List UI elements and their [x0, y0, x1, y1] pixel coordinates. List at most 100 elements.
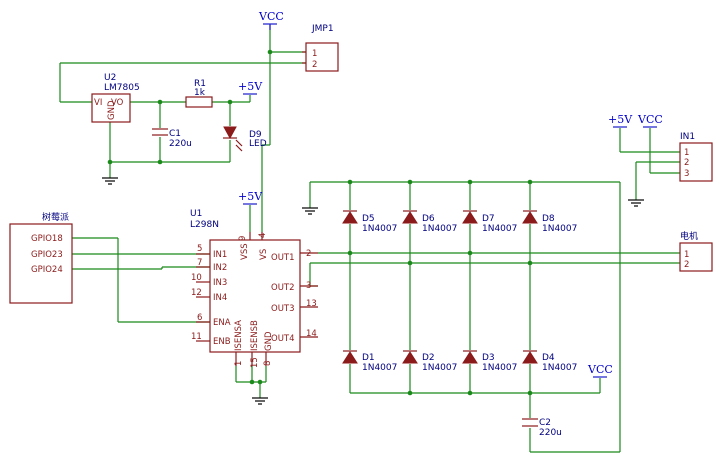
jmp1-ref: JMP1 — [311, 24, 334, 34]
u1-pin-enb: ENB — [213, 337, 231, 347]
motor-ref: 电机 — [680, 230, 698, 242]
u1-pin-ena: ENA — [213, 318, 231, 328]
vcc-label-top: VCC — [258, 10, 284, 23]
raspberry-pi-block: 树莓派 GPIO18 GPIO23 GPIO24 — [9, 211, 73, 304]
d8-ref: D8 — [542, 214, 555, 224]
u1-pin-vss: VSS — [240, 243, 250, 260]
c1-value: 220u — [169, 139, 192, 149]
u1-pinnum-3: 3 — [306, 281, 311, 291]
u1-pinnum-11: 11 — [191, 332, 202, 342]
r1-resistor: R1 1k — [185, 79, 213, 108]
d6-value: 1N4007 — [422, 224, 457, 234]
d6-ref: D6 — [422, 214, 435, 224]
gnd-symbol-in1 — [628, 199, 644, 207]
vcc-symbol-top: VCC — [258, 10, 284, 30]
u1-pin-gnd: GND — [264, 331, 274, 351]
in1-pin1: 1 — [684, 148, 689, 158]
d3-ref: D3 — [482, 353, 495, 363]
u1-pin-in2: IN2 — [213, 263, 227, 273]
c2-value: 220u — [539, 428, 562, 438]
gnd-symbol-rail — [302, 207, 318, 215]
u1-pin-vs: VS — [259, 249, 269, 260]
rpi-pin-gpio18: GPIO18 — [31, 234, 63, 244]
plus5v-label-l298: +5V — [238, 190, 263, 203]
motor-pin2: 2 — [684, 260, 689, 270]
jmp1-connector: JMP1 1 2 — [302, 24, 339, 72]
plus5v-label-u2: +5V — [238, 80, 263, 93]
d7-value: 1N4007 — [482, 224, 517, 234]
u1-pinnum-6: 6 — [197, 313, 202, 323]
d4-ref: D4 — [542, 353, 555, 363]
raspberry-pi-ref: 树莓派 — [42, 211, 69, 223]
diode-d5: D5 1N4007 — [342, 210, 397, 234]
u1-pin-in3: IN3 — [213, 278, 227, 288]
c2-ref: C2 — [539, 418, 551, 428]
junction-dots — [107, 49, 533, 396]
d9-ref: D9 — [249, 130, 262, 140]
vcc-symbol-bottom: VCC — [587, 363, 613, 378]
diode-d3: D3 1N4007 — [462, 350, 517, 373]
diode-d1: D1 1N4007 — [342, 350, 397, 373]
motor-pin1: 1 — [684, 250, 689, 260]
plus5v-label-in1: +5V — [608, 113, 633, 126]
d4-value: 1N4007 — [542, 363, 577, 373]
gnd-symbol-u2 — [102, 177, 118, 185]
in1-ref: IN1 — [680, 132, 695, 142]
plus5v-symbol-u2: +5V — [238, 80, 263, 95]
u1-ref: U1 — [190, 209, 202, 219]
u1-pinnum-10: 10 — [191, 273, 202, 283]
in1-connector: IN1 1 2 3 — [679, 132, 713, 182]
u1-pinnum-7: 7 — [197, 258, 202, 268]
d2-value: 1N4007 — [422, 363, 457, 373]
plus5v-symbol-l298: +5V — [238, 190, 263, 205]
diode-d2: D2 1N4007 — [402, 350, 457, 373]
d8-value: 1N4007 — [542, 224, 577, 234]
u1-pin-out4: OUT4 — [271, 334, 295, 344]
u1-pin-in4: IN4 — [213, 293, 227, 303]
r1-value: 1k — [194, 88, 206, 98]
u1-pinnum-13: 13 — [306, 299, 317, 309]
d5-value: 1N4007 — [362, 224, 397, 234]
c1-capacitor: C1 220u — [152, 128, 192, 149]
u2-ref: U2 — [104, 73, 116, 83]
vcc-label-in1: VCC — [637, 113, 663, 126]
u2-pin-gnd: GND — [107, 100, 117, 120]
u2-pin-vi: VI — [94, 98, 102, 108]
d1-value: 1N4007 — [362, 363, 397, 373]
rpi-pin-gpio24: GPIO24 — [31, 265, 63, 275]
plus5v-symbol-in1: +5V — [608, 113, 633, 128]
u1-pinnum-12: 12 — [191, 288, 202, 298]
d7-ref: D7 — [482, 214, 495, 224]
u2-pin-vo: VO — [111, 98, 124, 108]
u1-pin-out3: OUT3 — [271, 304, 295, 314]
u1-pinnum-15: 15 — [250, 357, 260, 368]
u1-value: L298N — [190, 220, 219, 230]
u1-pinnum-8: 8 — [263, 361, 273, 366]
d9-value: LED — [249, 139, 267, 149]
u1-pinnum-2: 2 — [306, 249, 311, 259]
u1-pin-in1: IN1 — [213, 250, 227, 260]
u2-value: LM7805 — [104, 83, 140, 93]
diode-d4: D4 1N4007 — [522, 350, 577, 373]
jmp1-pin1: 1 — [312, 49, 317, 59]
diode-d8: D8 1N4007 — [522, 210, 577, 234]
d3-value: 1N4007 — [482, 363, 517, 373]
u1-pin-out2: OUT2 — [271, 283, 295, 293]
d5-ref: D5 — [362, 214, 375, 224]
diode-d6: D6 1N4007 — [402, 210, 457, 234]
u1-l298n: U1 L298N 5 7 10 12 6 11 IN1 IN2 IN3 IN4 … — [190, 209, 318, 368]
rpi-pin-gpio23: GPIO23 — [31, 250, 63, 260]
vcc-symbol-in1: VCC — [637, 113, 663, 128]
c1-ref: C1 — [169, 129, 181, 139]
wires — [59, 25, 680, 453]
u1-pin-out1: OUT1 — [271, 253, 295, 263]
u1-pin-isensa: ISENSA — [234, 320, 244, 351]
in1-pin3: 3 — [684, 169, 689, 179]
u2-regulator: U2 LM7805 VI VO GND — [91, 73, 140, 123]
u1-pinnum-1: 1 — [234, 361, 244, 366]
u1-pin-isensb: ISENSB — [250, 320, 260, 351]
u1-pinnum-9: 9 — [238, 236, 248, 241]
motor-connector: 电机 1 2 — [679, 230, 713, 272]
